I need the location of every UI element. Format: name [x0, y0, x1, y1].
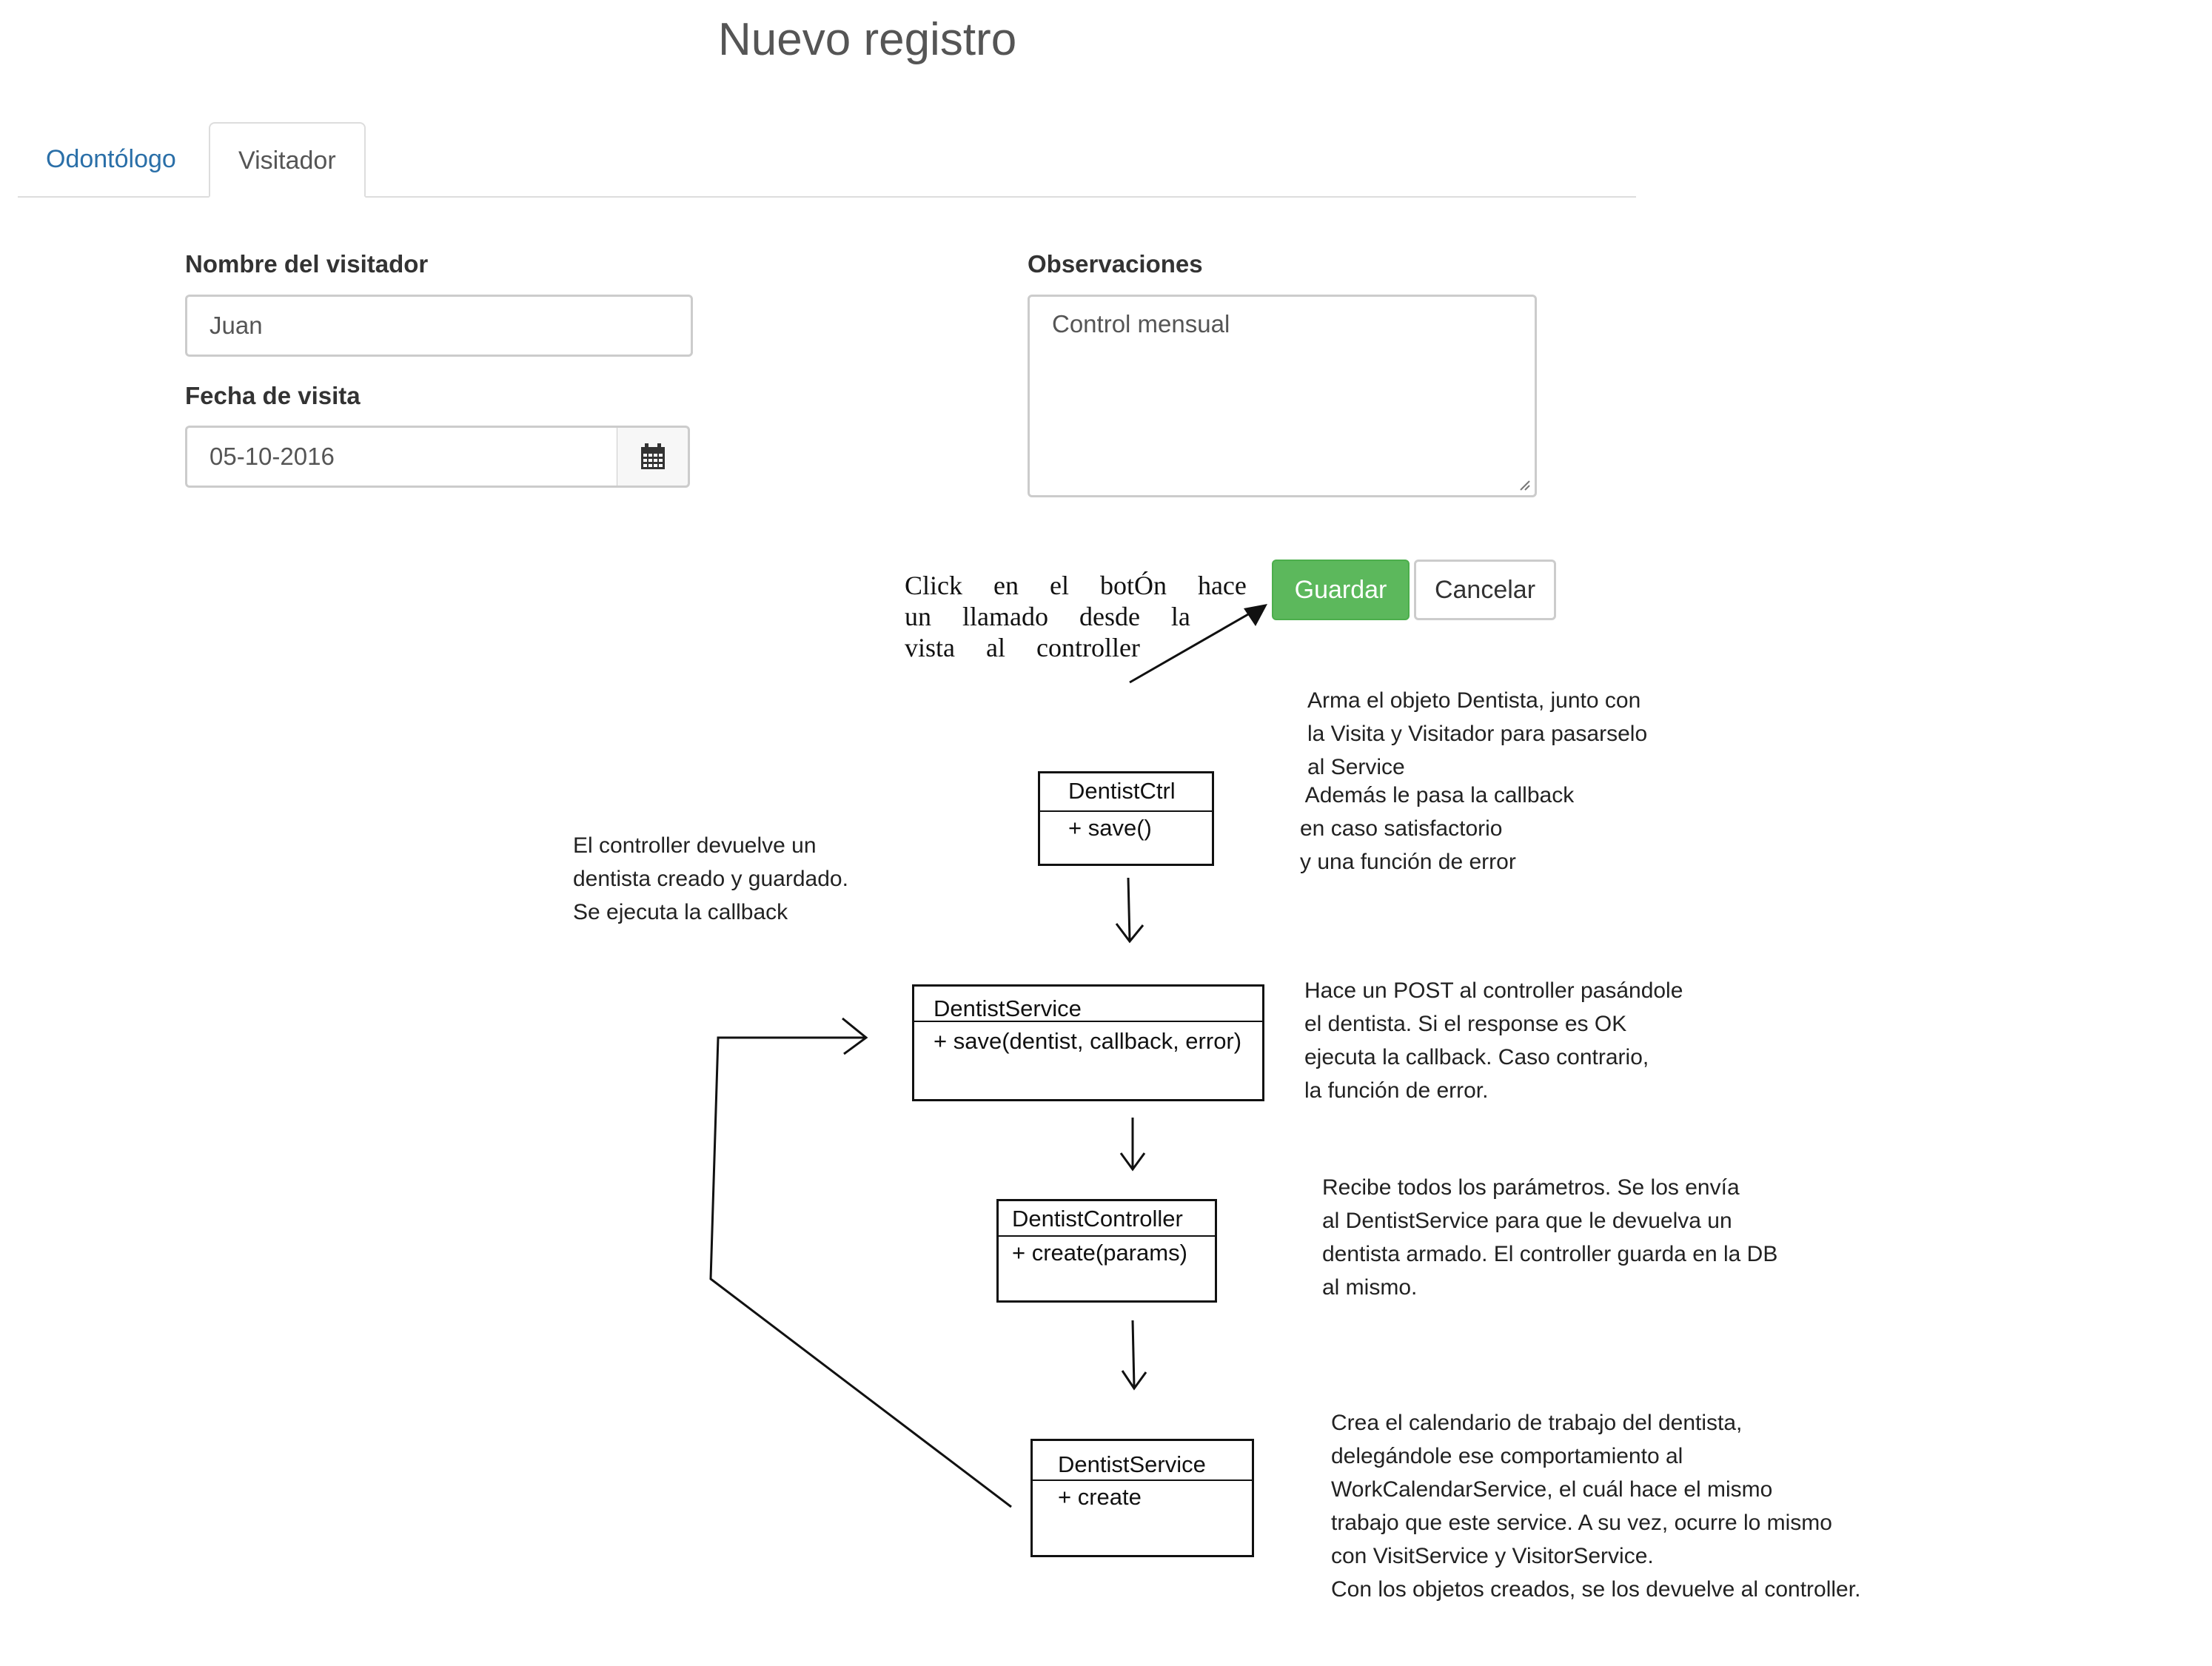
save-button[interactable]: Guardar	[1272, 560, 1410, 620]
calendar-icon	[640, 443, 665, 469]
uml-divider	[914, 1021, 1262, 1022]
cancel-button[interactable]: Cancelar	[1414, 560, 1556, 620]
down-arrow-3	[1131, 1320, 1136, 1388]
observations-textarea[interactable]: Control mensual	[1028, 295, 1537, 497]
observations-text: Control mensual	[1052, 310, 1230, 337]
uml-class-name: DentistService	[934, 995, 1082, 1021]
calendar-button[interactable]	[617, 426, 690, 488]
visit-date-label: Fecha de visita	[185, 382, 361, 409]
ctrl-note-2: Además le pasa la callback en caso satis…	[1300, 783, 1575, 874]
page-title: Nuevo registro	[718, 14, 1017, 65]
visit-date-input[interactable]: 05-10-2016	[185, 426, 619, 488]
uml-divider	[1033, 1479, 1252, 1481]
tab-visitador[interactable]: Visitador	[209, 122, 366, 198]
observations-label: Observaciones	[1028, 250, 1203, 278]
uml-dentist-service-back: DentistService + create	[1030, 1439, 1254, 1557]
ctrl-note: Arma el objeto Dentista, junto con la Vi…	[1307, 688, 1648, 779]
uml-method: + create	[1058, 1484, 1142, 1510]
tab-odontologo[interactable]: Odontólogo	[46, 145, 176, 173]
click-arrow-head	[1244, 604, 1267, 626]
click-note: Click en el botÓn hace un llamado desde …	[905, 571, 1247, 662]
down-arrow-1	[1127, 877, 1131, 941]
tab-bar: Odontólogo Visitador	[18, 122, 1636, 198]
backend-service-note: Crea el calendario de trabajo del dentis…	[1331, 1411, 1861, 1602]
uml-dentist-service-front: DentistService + save(dentist, callback,…	[912, 984, 1264, 1101]
uml-dentist-ctrl: DentistCtrl + save()	[1038, 771, 1214, 866]
return-arrow	[709, 1036, 1012, 1508]
uml-divider	[1040, 810, 1212, 812]
visitor-name-label: Nombre del visitador	[185, 250, 429, 278]
callback-note: El controller devuelve un dentista cread…	[573, 833, 848, 924]
uml-class-name: DentistService	[1058, 1451, 1206, 1477]
controller-note: Recibe todos los parámetros. Se los enví…	[1322, 1175, 1778, 1300]
uml-method: + save()	[1068, 815, 1152, 841]
service-note: Hace un POST al controller pasándole el …	[1304, 978, 1683, 1103]
uml-class-name: DentistController	[1012, 1206, 1183, 1232]
resize-handle-icon[interactable]	[1518, 479, 1530, 491]
uml-method: + create(params)	[1012, 1240, 1187, 1266]
click-arrow	[1129, 607, 1259, 684]
uml-dentist-controller: DentistController + create(params)	[996, 1199, 1217, 1303]
uml-class-name: DentistCtrl	[1068, 778, 1176, 804]
visitor-name-input[interactable]: Juan	[185, 295, 693, 357]
uml-method: + save(dentist, callback, error)	[934, 1028, 1242, 1054]
uml-divider	[999, 1235, 1215, 1237]
